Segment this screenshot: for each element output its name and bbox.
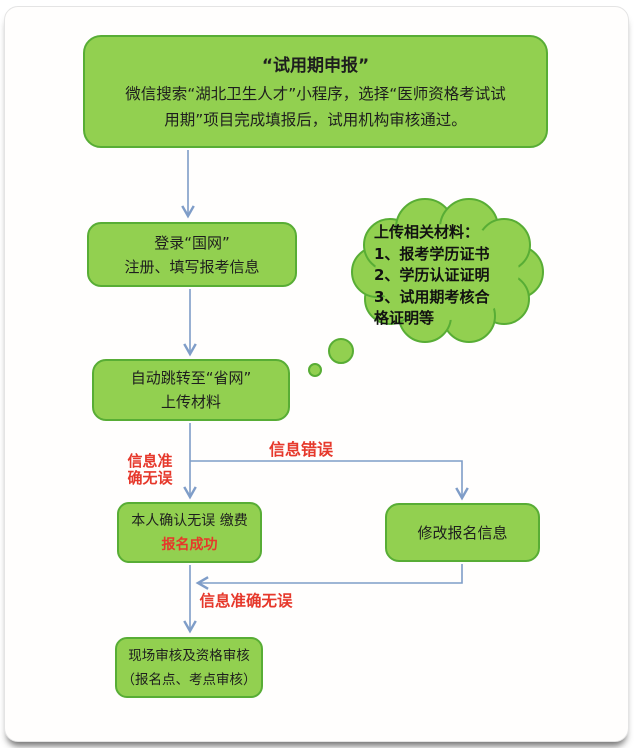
node-text-line: 用期”项目完成填报后，试用机构审核通过。	[164, 110, 467, 129]
node-text-line: 修改报名信息	[417, 523, 508, 542]
label-info-correct-bottom: 信息准确无误	[199, 592, 293, 610]
node-title: “试用期申报”	[261, 55, 370, 76]
cloud-trail-bubble-large	[328, 338, 354, 364]
thought-cloud-shape	[308, 198, 544, 377]
label-line: 确无误	[127, 468, 173, 487]
cloud-line: 3、试用期考核合	[374, 287, 490, 306]
node-modify-info: 修改报名信息	[385, 503, 540, 562]
node-text-line: 上传材料	[160, 393, 221, 411]
node-text-line: 微信搜索“湖北卫生人才”小程序，选择“医师资格考试试	[125, 84, 506, 103]
node-onsite-review: 现场审核及资格审核 （报名点、考点审核）	[115, 637, 263, 698]
node-success-text: 报名成功	[161, 536, 218, 553]
label-info-correct-left: 信息准 确无误	[118, 453, 182, 486]
arrow-branch-error-to-box5	[190, 460, 469, 501]
cloud-line: 1、报考学历证书	[374, 244, 490, 263]
label-line: 信息准	[127, 452, 173, 470]
node-trial-declaration: “试用期申报” 微信搜索“湖北卫生人才”小程序，选择“医师资格考试试 用期”项目…	[83, 35, 548, 148]
node-text-line: 登录“国网”	[154, 233, 230, 252]
cloud-line: 上传相关材料：	[374, 223, 480, 241]
label-info-error: 信息错误	[268, 440, 333, 459]
node-text-line: 本人确认无误 缴费	[131, 512, 248, 529]
node-text-line: 现场审核及资格审核	[128, 647, 250, 664]
node-confirm-and-pay: 本人确认无误 缴费 报名成功	[117, 502, 262, 563]
node-text-line: 自动跳转至“省网”	[130, 369, 252, 387]
arrow-box5-merge-left	[195, 564, 463, 590]
cloud-line: 格证明等	[374, 309, 435, 327]
node-jump-provincial-net: 自动跳转至“省网” 上传材料	[92, 359, 290, 421]
thought-cloud-text: 上传相关材料： 1、报考学历证书 2、学历认证证明 3、试用期考核合 格证明等	[374, 222, 550, 330]
node-text-line: （报名点、考点审核）	[121, 671, 257, 688]
node-text-line: 注册、填写报考信息	[124, 257, 260, 276]
cloud-line: 2、学历认证证明	[374, 266, 490, 284]
node-login-national-net: 登录“国网” 注册、填写报考信息	[87, 222, 297, 287]
cloud-trail-bubble-small	[308, 363, 322, 377]
